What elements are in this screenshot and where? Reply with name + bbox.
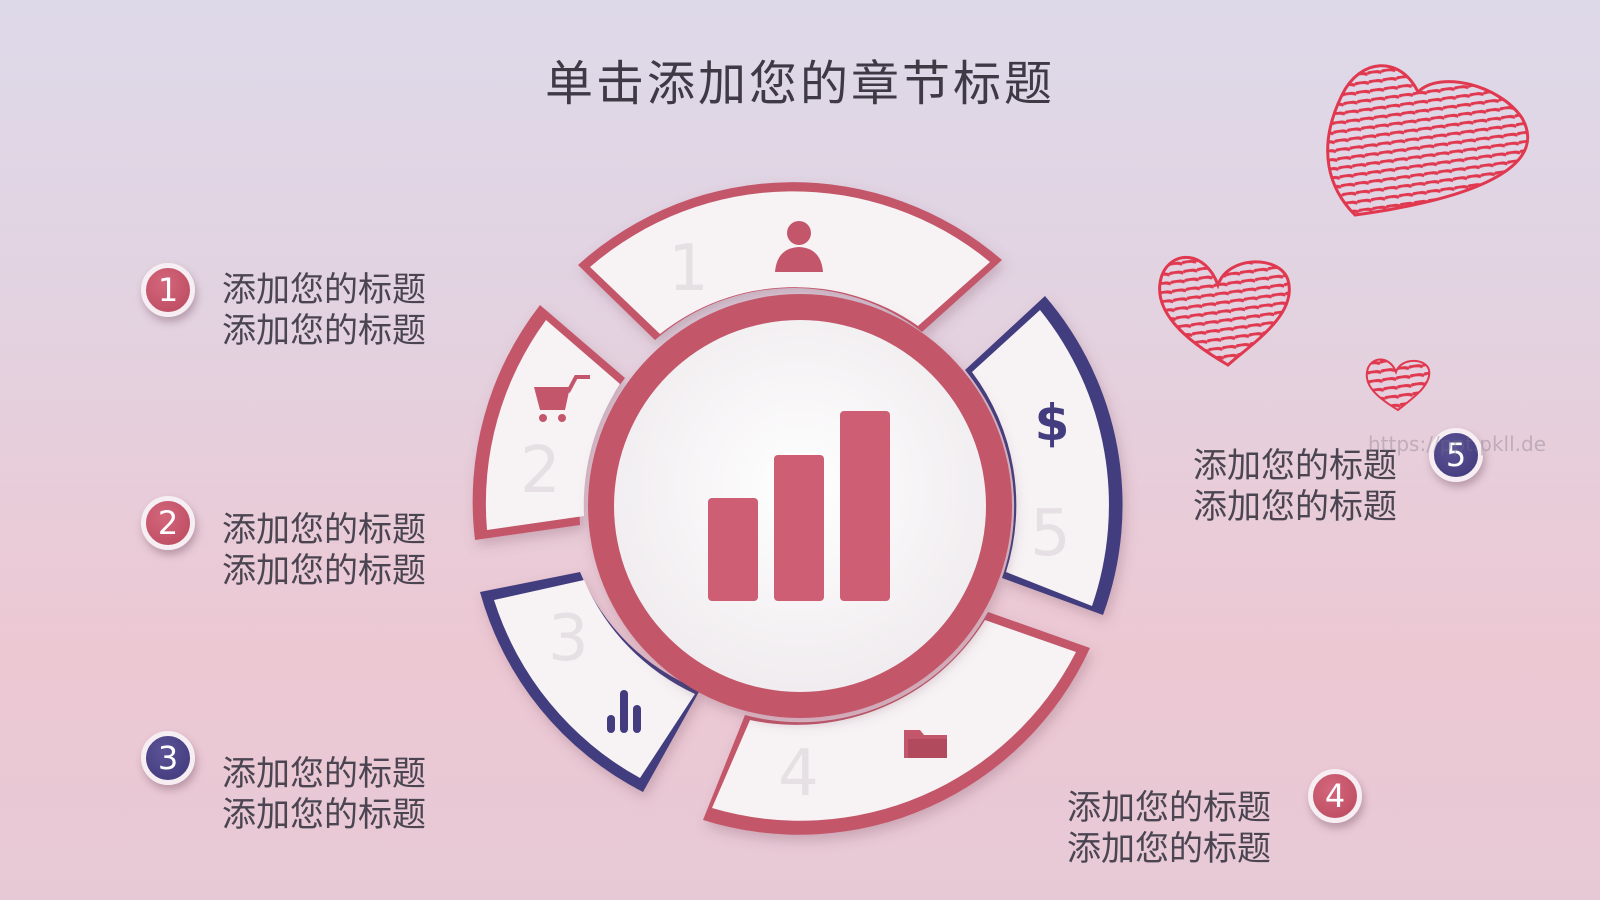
folder-icon xyxy=(904,730,947,758)
item-4-line-2: 添加您的标题 xyxy=(1067,829,1271,869)
item-2-line-2: 添加您的标题 xyxy=(222,551,426,591)
segment-4-faint-number: 4 xyxy=(778,737,819,811)
segment-left xyxy=(472,305,625,540)
small-bar-chart-icon xyxy=(607,690,641,733)
shopping-cart-icon xyxy=(534,375,590,422)
heart-large xyxy=(1326,64,1530,217)
segment-bottom-left xyxy=(480,572,700,792)
item-3-line-1: 添加您的标题 xyxy=(222,754,426,794)
heart-medium xyxy=(1158,256,1291,367)
segment-right xyxy=(965,296,1123,615)
segment-bottom xyxy=(703,612,1090,835)
item-2-line-1: 添加您的标题 xyxy=(222,510,426,550)
number-badge-3: 3 xyxy=(141,731,195,785)
person-icon xyxy=(775,221,823,272)
item-3-text: 添加您的标题 添加您的标题 xyxy=(222,754,426,836)
center-bar-chart-icon xyxy=(708,411,890,601)
item-5-line-2: 添加您的标题 xyxy=(1193,487,1397,527)
page-title: 单击添加您的章节标题 xyxy=(544,56,1055,112)
item-4-line-1: 添加您的标题 xyxy=(1067,788,1271,828)
dollar-icon: $ xyxy=(1035,394,1070,452)
segment-5-faint-number: 5 xyxy=(1030,497,1071,571)
item-5-text: 添加您的标题 添加您的标题 xyxy=(1193,446,1397,528)
segment-2-faint-number: 2 xyxy=(520,434,561,508)
item-1-line-1: 添加您的标题 xyxy=(222,270,426,310)
heart-small xyxy=(1365,358,1431,412)
item-4-text: 添加您的标题 添加您的标题 xyxy=(1067,788,1271,870)
item-1-line-2: 添加您的标题 xyxy=(222,311,426,351)
item-2-text: 添加您的标题 添加您的标题 xyxy=(222,510,426,592)
number-badge-2: 2 xyxy=(141,496,195,550)
item-3-line-2: 添加您的标题 xyxy=(222,795,426,835)
number-badge-5: 5 xyxy=(1429,428,1483,482)
segment-1-faint-number: 1 xyxy=(668,232,709,306)
number-badge-1: 1 xyxy=(141,263,195,317)
number-badge-4: 4 xyxy=(1308,769,1362,823)
watermark: https://ppt.pkll.de xyxy=(1368,432,1547,456)
segment-3-faint-number: 3 xyxy=(548,602,589,676)
item-5-line-1: 添加您的标题 xyxy=(1193,446,1397,486)
item-1-text: 添加您的标题 添加您的标题 xyxy=(222,270,426,352)
